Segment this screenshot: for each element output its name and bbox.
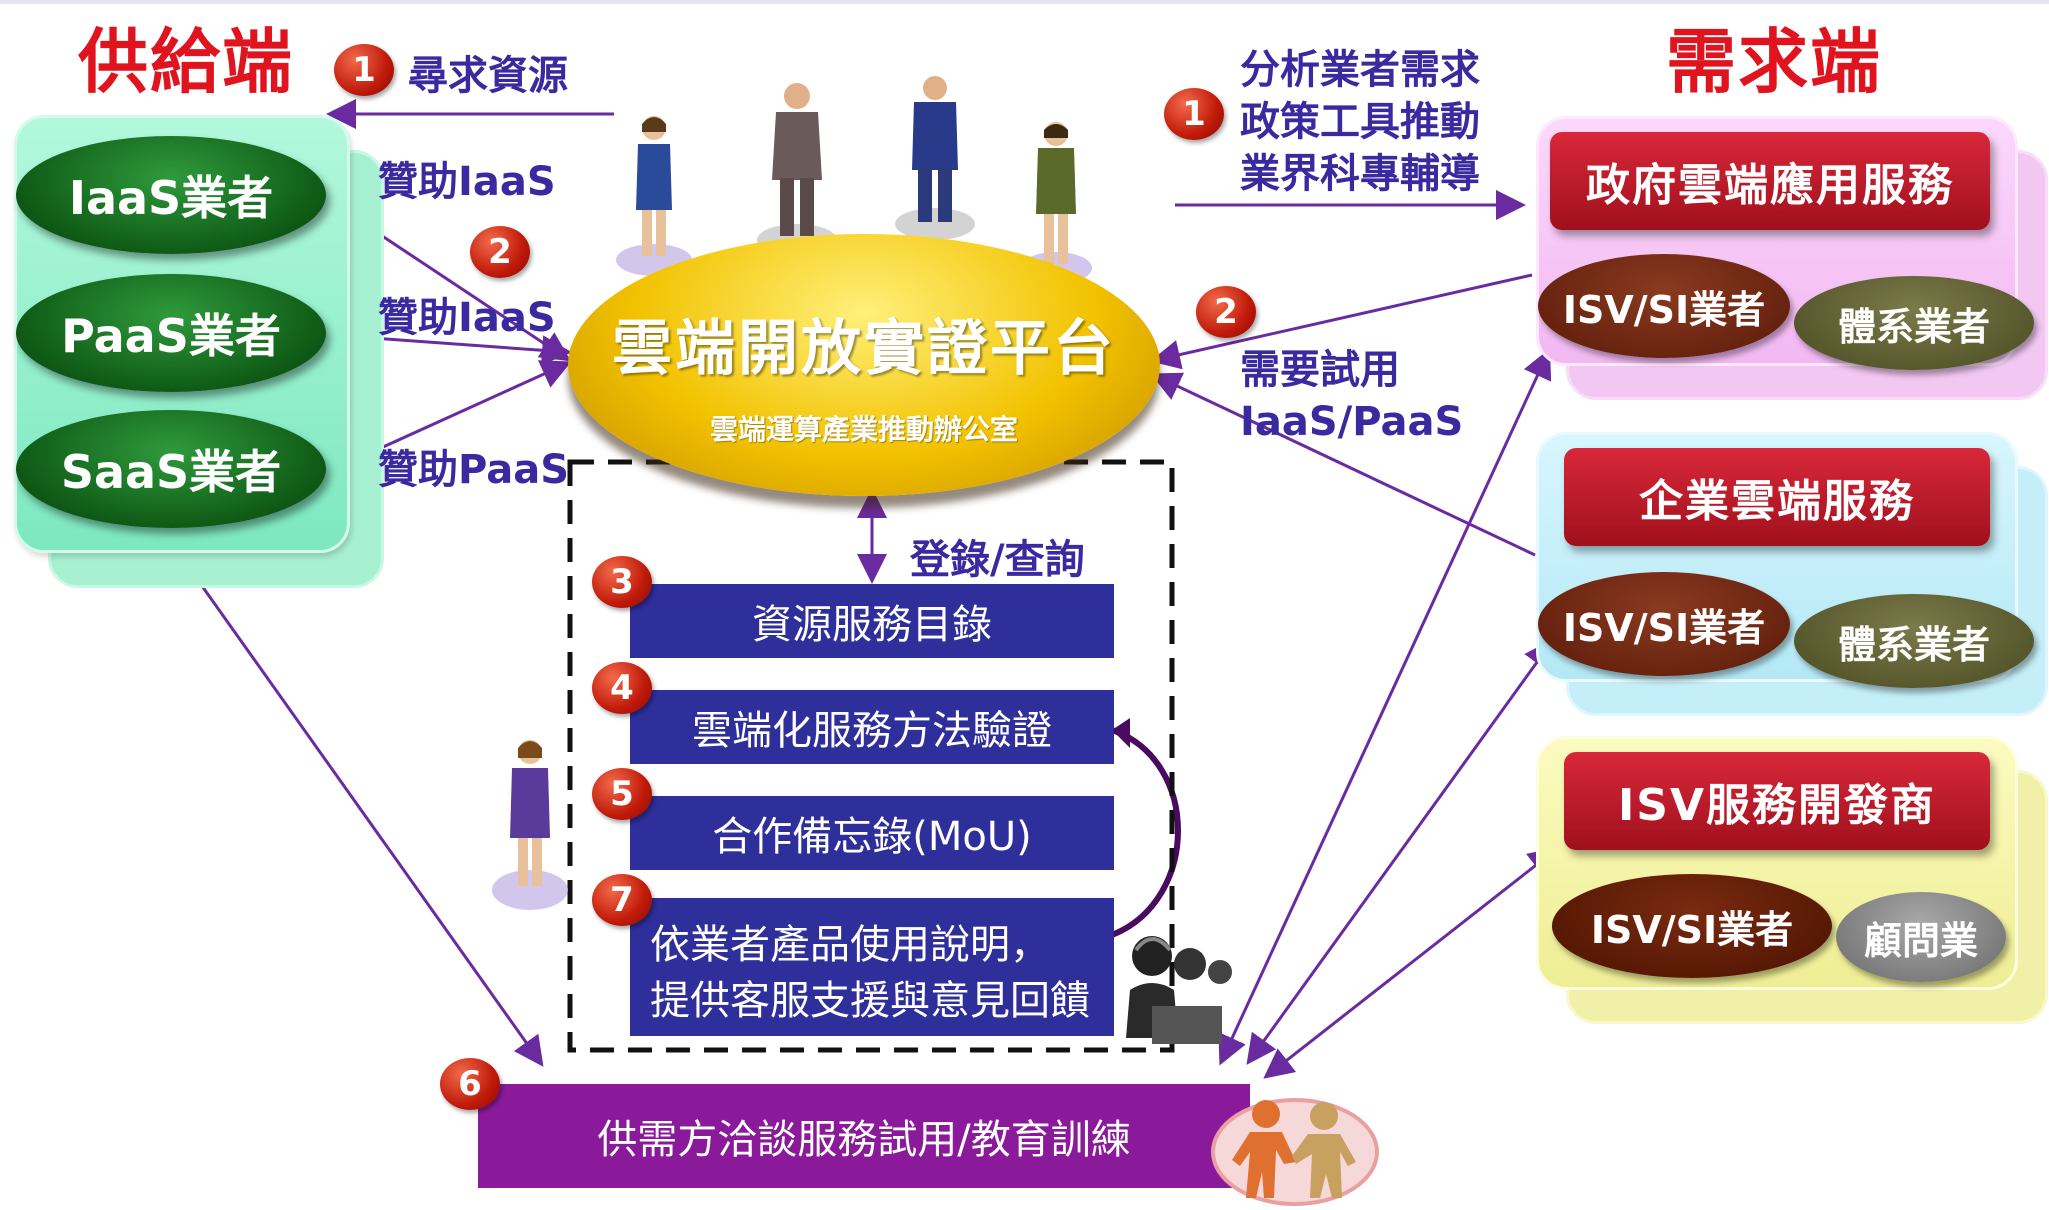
register-query-label: 登錄/查詢 bbox=[910, 537, 1085, 583]
person-woman-icon-1 bbox=[614, 110, 694, 284]
demand-group1-oval-isv[interactable]: ISV/SI業者 bbox=[1538, 254, 1790, 358]
step-badge-2-left: 2 bbox=[470, 226, 530, 278]
demand-group3-title[interactable]: ISV服務開發商 bbox=[1564, 752, 1990, 850]
service-step5[interactable]: 合作備忘錄(MoU) bbox=[630, 796, 1114, 870]
handshake-people-icon bbox=[1210, 1092, 1380, 1210]
demand-group2-title[interactable]: 企業雲端服務 bbox=[1564, 448, 1990, 546]
supply-title: 供給端 bbox=[78, 21, 294, 103]
platform-title: 雲端開放實證平台 bbox=[612, 314, 1116, 384]
demand-step1-line-2: 政策工具推動 bbox=[1240, 99, 1480, 145]
demand-group3-oval-2[interactable]: 顧問業 bbox=[1836, 892, 2006, 982]
demand-group1-oval-2[interactable]: 體系業者 bbox=[1794, 276, 2034, 370]
sponsor-label-1: 贊助IaaS bbox=[378, 159, 556, 205]
vendor-iaas[interactable]: IaaS業者 bbox=[16, 136, 326, 254]
step-badge-4: 4 bbox=[592, 662, 652, 714]
top-border bbox=[0, 0, 2049, 4]
demand-step2-line-1: 需要試用 bbox=[1240, 347, 1400, 393]
step1-seek-resources: 尋求資源 bbox=[408, 53, 568, 99]
demand-step2-line-2: IaaS/PaaS bbox=[1240, 399, 1464, 445]
person-man-icon-1 bbox=[752, 80, 842, 264]
step-badge-3: 3 bbox=[592, 556, 652, 608]
bottom-negotiation-bar[interactable]: 供需方洽談服務試用/教育訓練 bbox=[478, 1084, 1250, 1188]
demand-group3-oval-isv[interactable]: ISV/SI業者 bbox=[1552, 874, 1832, 978]
vendor-paas[interactable]: PaaS業者 bbox=[16, 274, 326, 392]
vendor-saas[interactable]: SaaS業者 bbox=[16, 410, 326, 528]
service-step3[interactable]: 資源服務目錄 bbox=[630, 584, 1114, 658]
step-badge-1-left: 1 bbox=[334, 44, 394, 96]
person-woman-icon-3 bbox=[490, 734, 570, 918]
service-step7[interactable]: 依業者產品使用說明， 提供客服支援與意見回饋 bbox=[630, 898, 1114, 1036]
service-step7-line-2: 提供客服支援與意見回饋 bbox=[650, 978, 1090, 1024]
demand-group1-title[interactable]: 政府雲端應用服務 bbox=[1550, 132, 1990, 230]
demand-group2-oval-2[interactable]: 體系業者 bbox=[1794, 594, 2034, 688]
demand-step1-line-1: 分析業者需求 bbox=[1240, 47, 1480, 93]
service-step4[interactable]: 雲端化服務方法驗證 bbox=[630, 690, 1114, 764]
demand-step1-line-3: 業界科專輔導 bbox=[1240, 151, 1480, 197]
call-center-icon bbox=[1112, 920, 1252, 1054]
platform-ellipse[interactable] bbox=[568, 234, 1160, 496]
step-badge-2-right: 2 bbox=[1196, 286, 1256, 338]
demand-group2-oval-isv[interactable]: ISV/SI業者 bbox=[1538, 572, 1790, 676]
sponsor-label-3: 贊助PaaS bbox=[378, 447, 570, 493]
demand-title: 需求端 bbox=[1666, 21, 1882, 103]
person-man-icon-2 bbox=[890, 74, 980, 248]
sponsor-label-2: 贊助IaaS bbox=[378, 295, 556, 341]
step-badge-6: 6 bbox=[440, 1058, 500, 1110]
platform-subtitle: 雲端運算產業推動辦公室 bbox=[709, 413, 1018, 446]
service-step7-line-1: 依業者產品使用說明， bbox=[650, 922, 1050, 968]
step-badge-5: 5 bbox=[592, 768, 652, 820]
step-badge-7: 7 bbox=[592, 874, 652, 926]
step-badge-1-right: 1 bbox=[1164, 88, 1224, 140]
